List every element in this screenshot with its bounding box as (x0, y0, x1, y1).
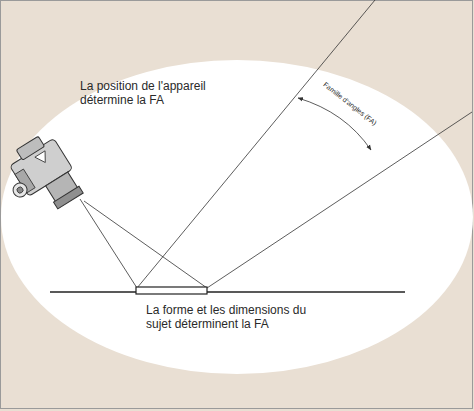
sight-line (84, 201, 207, 288)
angle-arc (298, 98, 371, 150)
camera-note: La position de l'appareil détermine la F… (80, 79, 230, 107)
sight-line (80, 199, 137, 288)
camera (0, 130, 87, 224)
subject (136, 287, 207, 294)
ray-line (207, 112, 472, 288)
ground-line (50, 291, 405, 293)
light-ellipse (1, 60, 473, 374)
subject-note: La forme et les dimensions du sujet déte… (146, 303, 314, 331)
ray-line (137, 0, 375, 288)
